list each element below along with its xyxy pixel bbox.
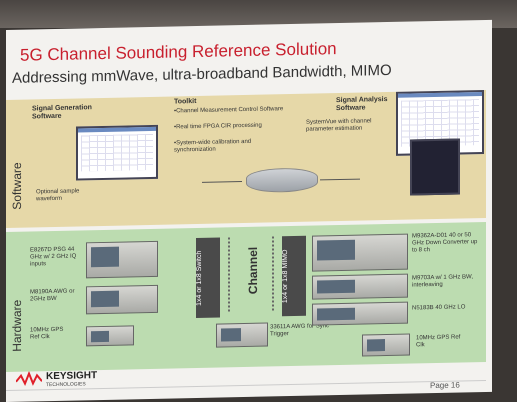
- psg-label: E8267D PSG 44 GHz w/ 2 GHz IQ inputs: [30, 246, 77, 268]
- software-label: Software: [10, 162, 24, 210]
- presentation-slide: 5G Channel Sounding Reference Solution A…: [6, 19, 492, 402]
- slide-subtitle: Addressing mmWave, ultra-broadband Bandw…: [12, 61, 392, 87]
- brand-name: KEYSIGHT: [46, 370, 98, 383]
- toolkit-item-1: •Channel Measurement Control Software: [174, 106, 284, 115]
- keysight-logo: KEYSIGHT TECHNOLOGIES: [15, 370, 97, 393]
- right-bus: [272, 236, 274, 313]
- toolkit-item-2: •Real time FPGA CIR processing: [174, 122, 262, 131]
- down-converter-instrument: [312, 233, 408, 272]
- signal-generation-screenshot: [76, 124, 158, 181]
- lo-label: N5183B 40 GHz LO: [412, 304, 466, 312]
- arrow-right: [320, 178, 360, 181]
- trigger-awg-label: 33611A AWG for Sync Trigger: [270, 323, 330, 338]
- toolkit-title: Toolkit: [174, 98, 197, 106]
- down-converter-label: M9362A-D01 40 or 50 GHz Down Converter u…: [412, 232, 478, 254]
- gps-left-instrument: [86, 325, 134, 347]
- awg-label: M8190A AWG or 2GHz BW: [30, 288, 75, 303]
- awg-instrument: [86, 284, 158, 315]
- psg-instrument: [86, 240, 158, 279]
- hardware-label: Hardware: [10, 299, 24, 352]
- software-band: Software Signal Generation Software Opti…: [6, 89, 486, 228]
- slide-title: 5G Channel Sounding Reference Solution: [20, 39, 337, 65]
- keysight-wave-icon: [15, 370, 43, 387]
- channel-label: Channel: [246, 246, 260, 295]
- lo-instrument: [312, 301, 408, 326]
- hardware-band: Hardware E8267D PSG 44 GHz w/ 2 GHz IQ i…: [6, 221, 486, 372]
- arrow-left: [202, 181, 242, 183]
- control-software-drum: [246, 167, 318, 193]
- digitizer-instrument: [312, 273, 408, 300]
- gps-right-instrument: [362, 333, 410, 357]
- left-switch: 1x4 or 1x8 Switch: [196, 237, 220, 319]
- digitizer-label: M9703A w/ 1 GHz BW, interleaving: [412, 274, 474, 289]
- left-bus: [228, 237, 230, 314]
- brand-sub: TECHNOLOGIES: [46, 381, 86, 389]
- right-switch: 1x4 or 1x8 MIMO: [282, 235, 306, 317]
- gps-left-label: 10MHz GPS Ref Clk: [30, 326, 64, 341]
- signal-analysis-note: SystemVue with channel parameter estimat…: [306, 118, 372, 133]
- page-number: Page 16: [430, 380, 460, 391]
- trigger-awg-instrument: [216, 322, 268, 348]
- optional-waveform-note: Optional sample waveform: [36, 188, 80, 203]
- systemvue-box: [410, 138, 460, 196]
- signal-generation-title: Signal Generation Software: [32, 104, 92, 121]
- gps-right-label: 10MHz GPS Ref Clk: [416, 334, 461, 349]
- toolkit-item-3: •System-wide calibration and synchroniza…: [174, 138, 252, 154]
